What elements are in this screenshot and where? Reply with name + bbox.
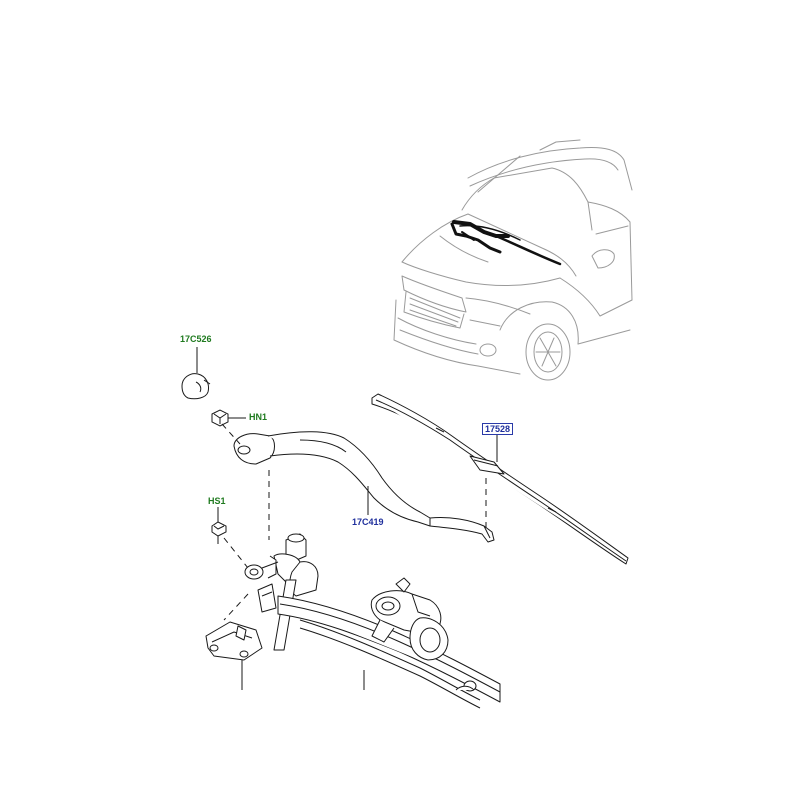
callout-hn1[interactable]: HN1 [249, 412, 268, 422]
vehicle-locator [393, 139, 633, 381]
nozzle-cap-part [181, 373, 211, 400]
callout-17c526[interactable]: 17C526 [180, 334, 212, 344]
assembly-guides [221, 423, 487, 621]
screw-part [211, 521, 227, 544]
callout-17528[interactable]: 17528 [482, 423, 514, 435]
bottom-leaders [241, 660, 365, 690]
arm-nut-part [211, 409, 229, 427]
vehicle-wiper-highlight [450, 220, 562, 266]
callout-17c419[interactable]: 17C419 [352, 517, 384, 527]
callout-hs1[interactable]: HS1 [208, 496, 226, 506]
wiper-linkage-part [205, 533, 501, 709]
wiper-arm-part [233, 431, 495, 543]
wiper-blade-part [371, 393, 629, 565]
